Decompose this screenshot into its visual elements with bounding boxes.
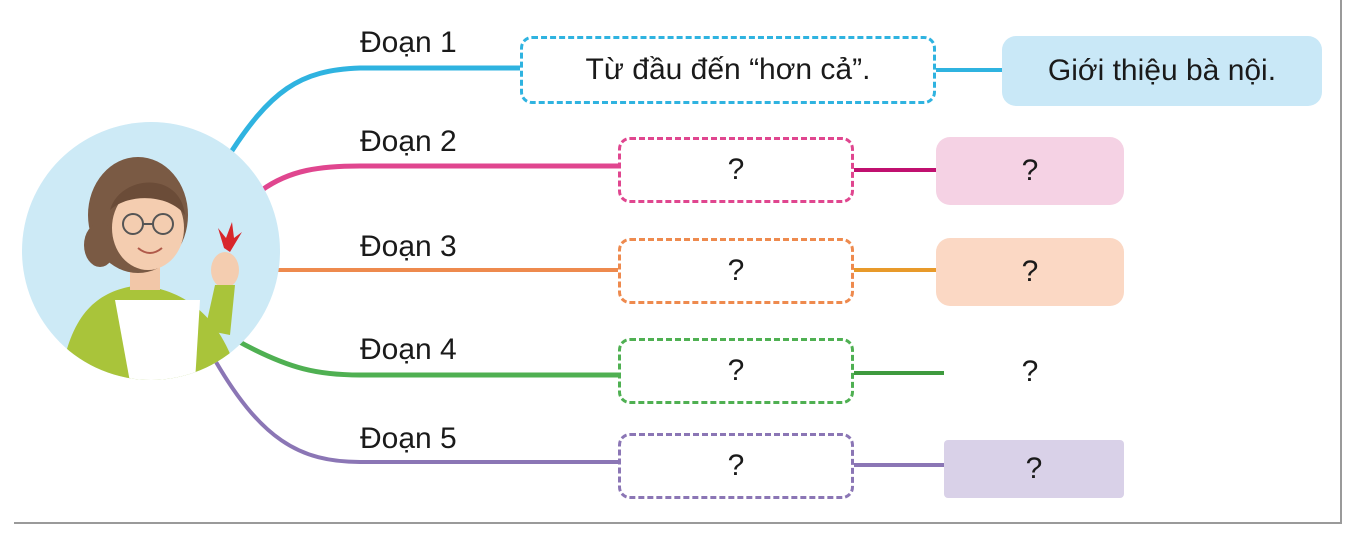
branch-1-label: Đoạn 1 xyxy=(360,26,457,59)
branch-2-range-text: ? xyxy=(727,153,745,186)
branch-5-range-text: ? xyxy=(727,449,745,482)
branch-1-curve xyxy=(223,65,522,162)
branch-3-idea-pill[interactable]: ? xyxy=(936,238,1124,306)
branch-3-label: Đoạn 3 xyxy=(360,230,457,263)
branch-2-label: Đoạn 2 xyxy=(360,125,457,158)
branch-4-curve xyxy=(234,337,620,378)
branch-1-range-text: Từ đầu đến “hơn cả”. xyxy=(585,53,871,86)
branch-4-label: Đoạn 4 xyxy=(360,333,457,366)
branch-3-range-text: ? xyxy=(727,254,745,287)
branch-4-range-box[interactable]: ? xyxy=(618,338,854,404)
branch-2-range-box[interactable]: ? xyxy=(618,137,854,203)
grandmother-holding-flower-icon xyxy=(22,122,280,380)
branch-5-idea-text: ? xyxy=(1025,452,1043,485)
branch-1-idea-pill: Giới thiệu bà nội. xyxy=(1002,36,1322,106)
branch-5-idea-pill[interactable]: ? xyxy=(944,440,1124,498)
branch-2-curve xyxy=(260,163,620,193)
branch-5-curve xyxy=(210,354,620,464)
branch-1-range-box: Từ đầu đến “hơn cả”. xyxy=(520,36,936,104)
branch-1-idea-text: Giới thiệu bà nội. xyxy=(1047,54,1277,87)
branch-3-idea-text: ? xyxy=(1021,255,1039,288)
branch-5-range-box[interactable]: ? xyxy=(618,433,854,499)
branch-2-idea-text: ? xyxy=(1021,154,1039,187)
branch-5-label: Đoạn 5 xyxy=(360,422,457,455)
branch-3-range-box[interactable]: ? xyxy=(618,238,854,304)
branch-4-range-text: ? xyxy=(727,354,745,387)
diagram-frame xyxy=(14,0,1342,524)
branch-4-idea-pill[interactable]: ? xyxy=(944,340,1116,404)
branch-2-idea-pill[interactable]: ? xyxy=(936,137,1124,205)
branch-4-idea-text: ? xyxy=(1021,355,1039,388)
